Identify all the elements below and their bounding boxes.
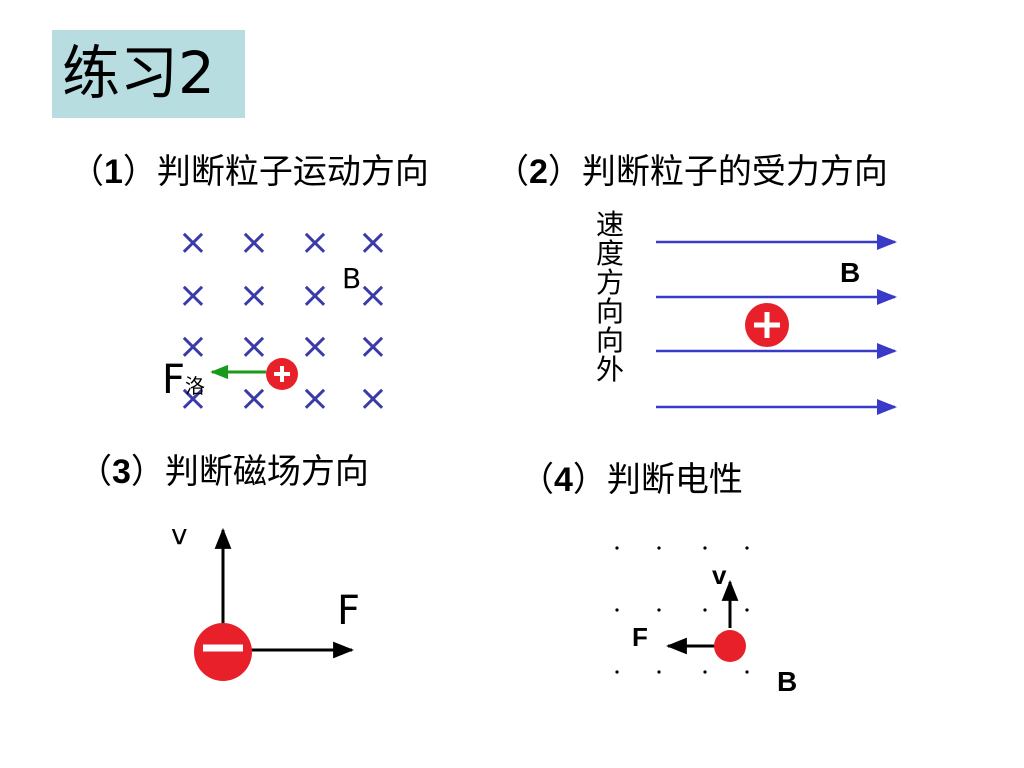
field-cross: × — [178, 222, 208, 263]
field-cross: × — [239, 275, 269, 316]
field-dot — [703, 670, 707, 674]
negative-charge — [194, 623, 252, 681]
force-label-3: F — [337, 588, 361, 634]
question-1-text: 判断粒子运动方向 — [156, 152, 429, 192]
field-cross: × — [300, 326, 330, 367]
plus-sign-1 — [274, 366, 290, 382]
force-label-4: F — [632, 622, 648, 652]
field-cross: × — [239, 222, 269, 263]
field-dot — [615, 670, 619, 674]
force-subscript: 洛 — [185, 374, 206, 398]
field-dot — [615, 546, 619, 550]
field-dot — [745, 670, 749, 674]
field-dot — [615, 608, 619, 612]
field-dot — [657, 608, 661, 612]
velocity-direction-note: 速度方向向外 — [595, 208, 624, 386]
question-1-number: 1 — [104, 153, 123, 191]
field-cross: × — [358, 275, 388, 316]
velocity-label-3: v — [171, 518, 188, 551]
field-cross: × — [300, 378, 330, 419]
field-dot — [745, 546, 749, 550]
field-dot — [657, 546, 661, 550]
field-cross: × — [239, 326, 269, 367]
unknown-charge — [714, 630, 746, 662]
question-4: （4）判断电性 — [520, 460, 743, 500]
field-cross: × — [178, 326, 208, 367]
field-cross: × — [300, 275, 330, 316]
field-label-1: B — [342, 262, 362, 295]
field-dot — [745, 608, 749, 612]
question-2-number: 2 — [529, 153, 548, 191]
lorentz-force-label: F洛 — [162, 358, 205, 408]
field-cross-grid: × × × × × × × × × × × × × × × × — [178, 222, 388, 419]
field-cross: × — [300, 222, 330, 263]
question-3-number: 3 — [112, 453, 131, 491]
field-label-4: B — [777, 666, 798, 697]
question-3: （3）判断磁场方向 — [78, 452, 369, 492]
field-dot — [657, 670, 661, 674]
field-dot — [703, 608, 707, 612]
field-label-2: B — [840, 257, 861, 288]
velocity-label-4: v — [712, 560, 727, 590]
page-title: 练习2 — [62, 39, 215, 107]
field-dot-grid — [615, 546, 749, 674]
field-cross: × — [178, 378, 208, 419]
question-2-text: 判断粒子的受力方向 — [581, 152, 888, 192]
question-4-text: 判断电性 — [606, 460, 743, 500]
field-cross: × — [239, 378, 269, 419]
field-cross: × — [358, 378, 388, 419]
plus-sign-2 — [754, 312, 780, 338]
title-box — [52, 30, 245, 118]
question-2: （2）判断粒子的受力方向 — [495, 152, 888, 192]
field-cross: × — [358, 326, 388, 367]
field-cross: × — [178, 275, 208, 316]
force-label-1: F — [162, 357, 186, 403]
question-4-number: 4 — [554, 461, 573, 499]
field-dot — [703, 546, 707, 550]
question-3-text: 判断磁场方向 — [164, 452, 369, 492]
field-cross: × — [358, 222, 388, 263]
question-1: （1）判断粒子运动方向 — [70, 152, 429, 192]
